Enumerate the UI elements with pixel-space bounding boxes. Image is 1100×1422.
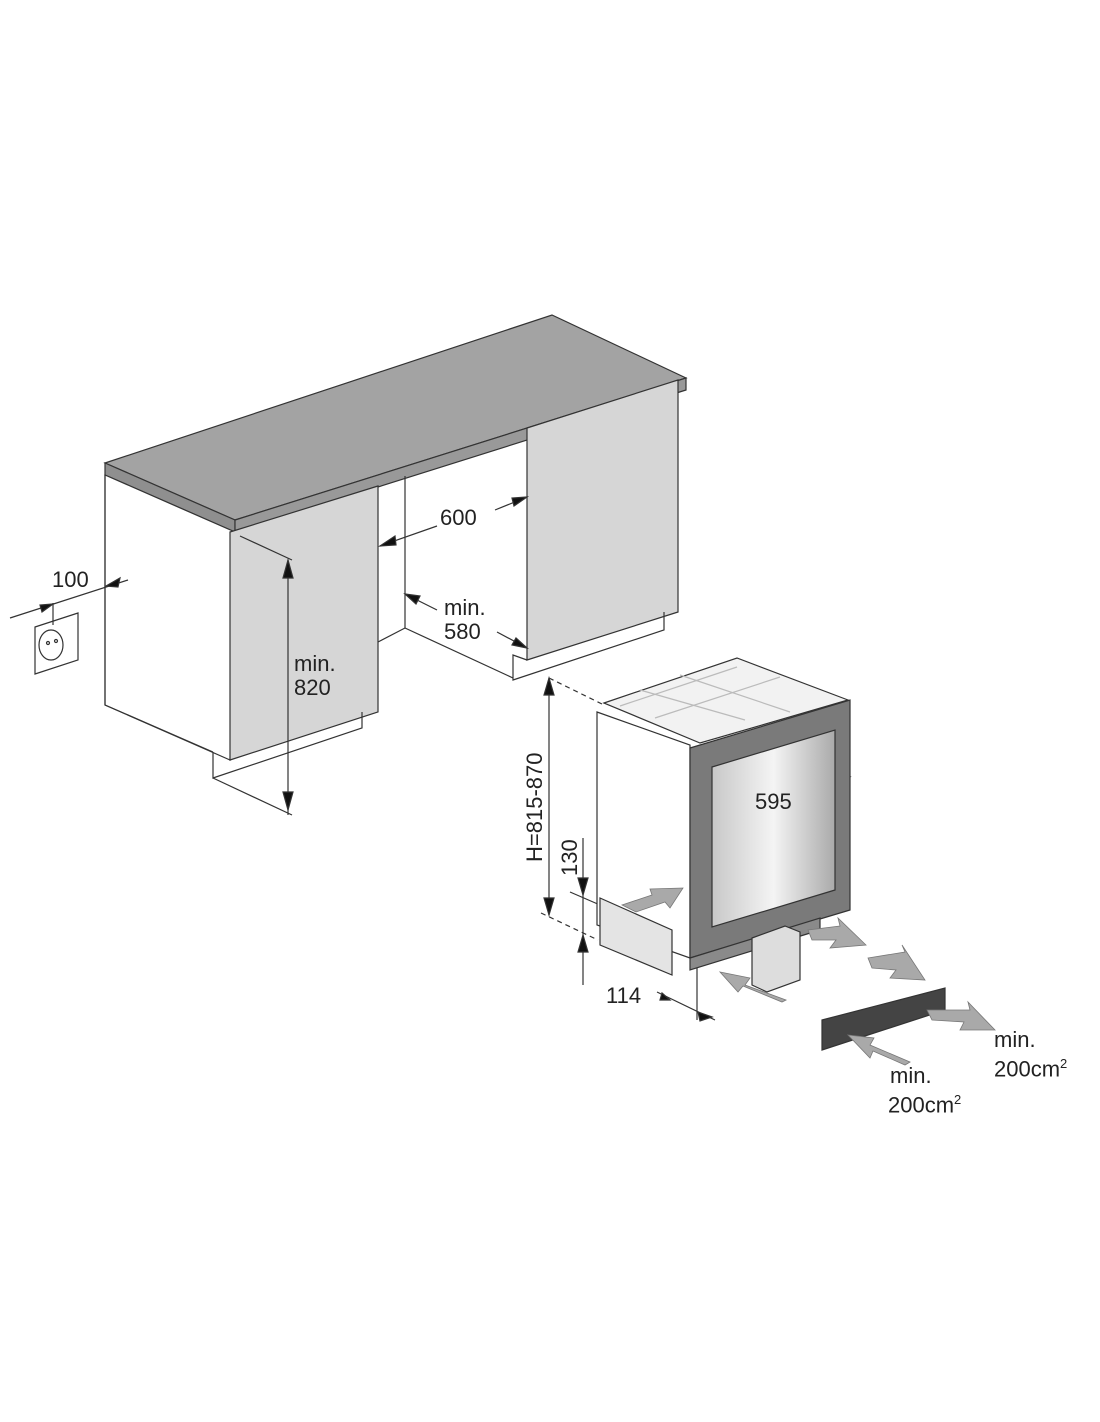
plinth-depth-label: 114 xyxy=(606,983,642,1008)
vent-out-area-value: 200cm xyxy=(994,1056,1061,1082)
vent-out-area-label: 200cm2 xyxy=(994,1052,1067,1081)
left-cabinet xyxy=(104,474,379,816)
vent-out-min-label: min. xyxy=(994,1027,1036,1052)
niche-height-min-label: min. xyxy=(294,651,336,676)
power-socket-icon xyxy=(34,612,79,675)
vent-in-min-label: min. xyxy=(890,1063,932,1088)
niche xyxy=(377,476,514,679)
plinth-height-label: 130 xyxy=(557,839,582,876)
socket-distance-label: 100 xyxy=(52,567,89,592)
niche-height-label: 820 xyxy=(294,675,331,700)
niche-depth-min-label: min. xyxy=(444,595,486,620)
niche-width-label: 600 xyxy=(440,505,477,530)
airflow-arrows xyxy=(620,887,996,1066)
appliance-width-label: 595 xyxy=(755,789,792,814)
appliance-height-label: H=815-870 xyxy=(522,752,547,862)
vent-in-area-value: 200cm xyxy=(888,1092,955,1118)
niche-depth-label: 580 xyxy=(444,619,481,644)
area-exponent: 2 xyxy=(1060,1056,1068,1071)
right-cabinet xyxy=(512,379,679,681)
vent-in-area-label: 200cm2 xyxy=(888,1088,961,1117)
wine-cooler-appliance xyxy=(596,657,946,1051)
area-exponent: 2 xyxy=(954,1092,962,1107)
